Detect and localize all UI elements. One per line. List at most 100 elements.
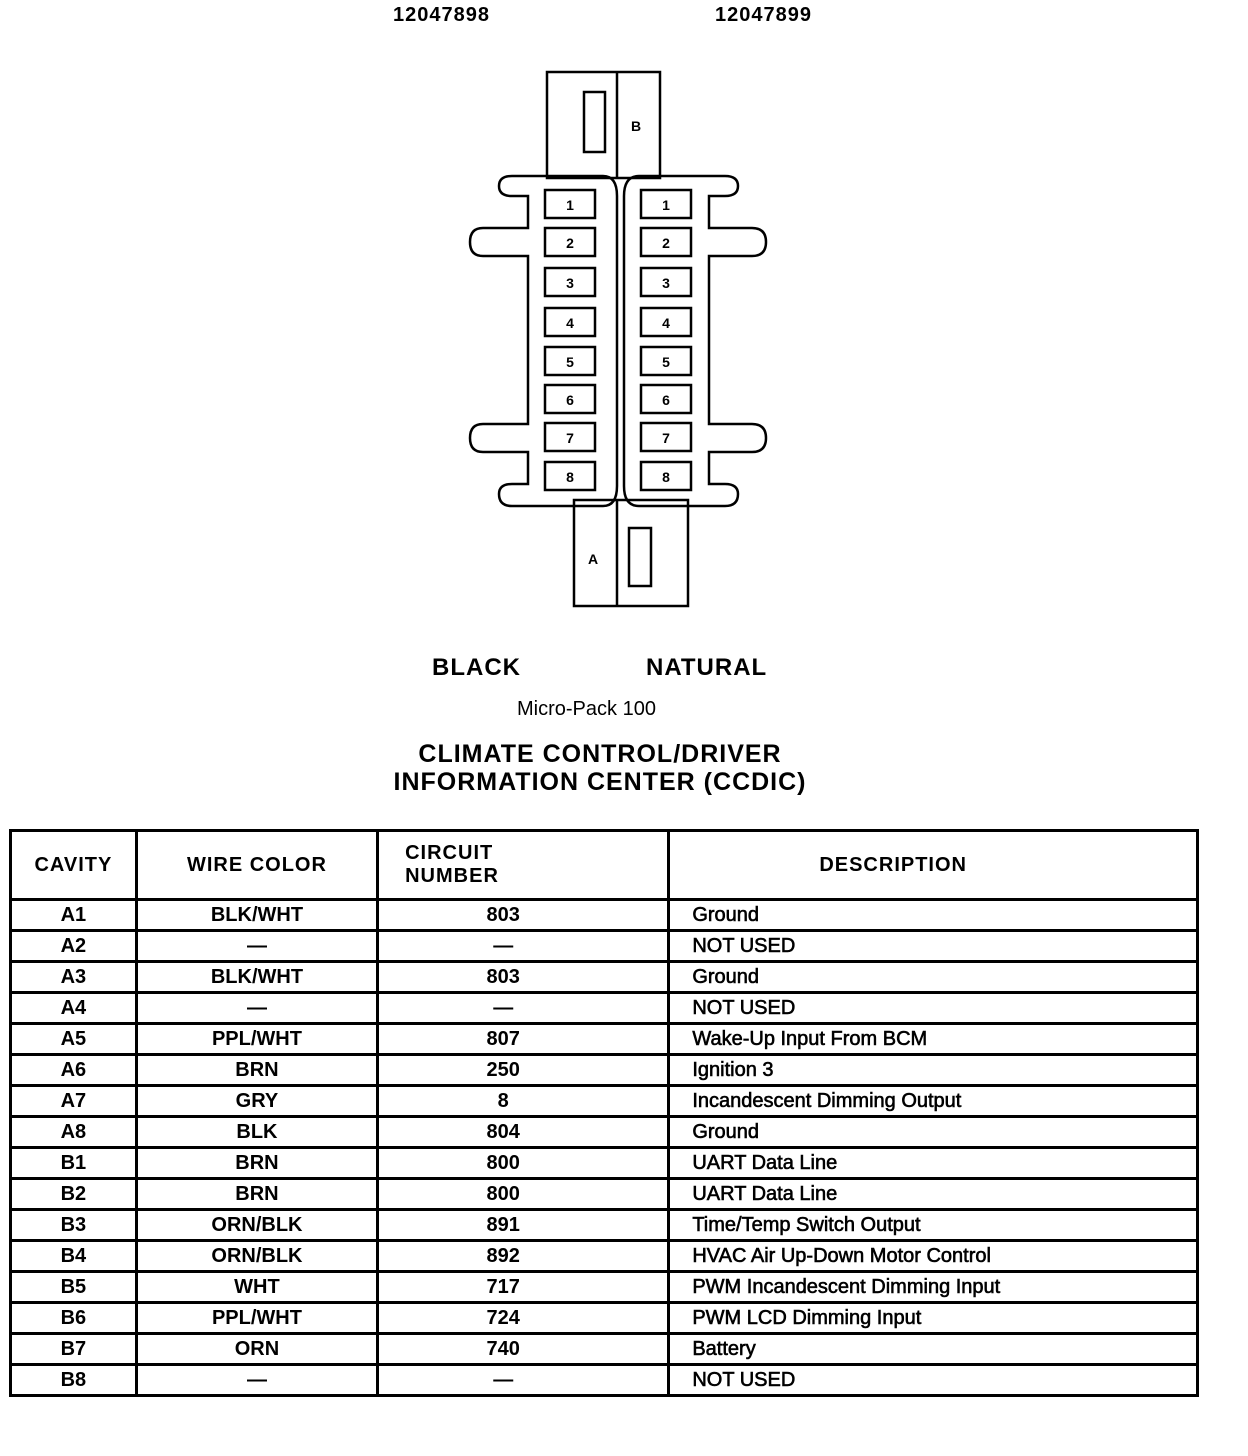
cell-wire-color: GRY: [134, 1084, 380, 1118]
cell-cavity: A8: [9, 1115, 138, 1149]
cavity-number-left-3: 3: [566, 275, 574, 291]
cavity-number-left-1: 1: [566, 197, 574, 213]
cavity-box-left-2: [543, 226, 597, 258]
cavity-number-left-5: 5: [566, 354, 574, 370]
cell-wire-color: BLK/WHT: [134, 898, 380, 932]
header-cavity: CAVITY: [9, 829, 138, 901]
cell-cavity: A4: [9, 991, 138, 1025]
cell-circuit-number: 803: [376, 898, 671, 932]
cell-cavity: A3: [9, 960, 138, 994]
cell-circuit-number: 891: [376, 1208, 671, 1242]
cavity-box-left-4: [543, 306, 597, 338]
cell-circuit-number: 250: [376, 1053, 671, 1087]
connector-tab-bottom: [572, 498, 690, 608]
cell-description: Wake-Up Input From BCM: [667, 1022, 1199, 1056]
cell-cavity: B5: [9, 1270, 138, 1304]
connector-body-left: [468, 174, 619, 508]
cell-wire-color: BRN: [134, 1177, 380, 1211]
cell-wire-color: ORN/BLK: [134, 1239, 380, 1273]
connector-type: Micro-Pack 100: [517, 698, 656, 720]
half-a-label: A: [588, 551, 598, 567]
cell-circuit-number: —: [376, 929, 671, 963]
cell-cavity: B7: [9, 1332, 138, 1366]
color-label-black: BLACK: [432, 654, 521, 681]
cell-description: Time/Temp Switch Output: [667, 1208, 1199, 1242]
cavity-box-left-5: [543, 345, 597, 377]
cell-cavity: A5: [9, 1022, 138, 1056]
cavity-number-right-6: 6: [662, 392, 670, 408]
cavity-box-right-1: [639, 188, 693, 220]
cavity-number-left-8: 8: [566, 469, 574, 485]
cavity-number-left-2: 2: [566, 235, 574, 251]
cell-description: UART Data Line: [667, 1177, 1199, 1211]
latch-bottom: [627, 526, 653, 588]
cavity-number-left-4: 4: [566, 315, 574, 331]
cavity-box-left-8: [543, 460, 597, 492]
cavity-box-right-3: [639, 266, 693, 298]
cell-wire-color: BLK/WHT: [134, 960, 380, 994]
cell-circuit-number: —: [376, 1363, 671, 1397]
cell-description: NOT USED: [667, 1363, 1199, 1397]
cell-description: PWM Incandescent Dimming Input: [667, 1270, 1199, 1304]
cell-cavity: A6: [9, 1053, 138, 1087]
cell-wire-color: WHT: [134, 1270, 380, 1304]
cell-wire-color: —: [134, 1363, 380, 1397]
cell-cavity: A1: [9, 898, 138, 932]
cell-description: Ignition 3: [667, 1053, 1199, 1087]
cell-wire-color: ORN: [134, 1332, 380, 1366]
cell-wire-color: PPL/WHT: [134, 1301, 380, 1335]
cavity-number-right-7: 7: [662, 430, 670, 446]
cell-description: Battery: [667, 1332, 1199, 1366]
cell-description: Ground: [667, 898, 1199, 932]
cell-wire-color: —: [134, 929, 380, 963]
cell-wire-color: BRN: [134, 1053, 380, 1087]
half-b-label: B: [631, 118, 641, 134]
cavity-box-left-1: [543, 188, 597, 220]
cavity-box-right-5: [639, 345, 693, 377]
cavity-box-right-6: [639, 383, 693, 415]
latch-top: [582, 90, 607, 154]
cell-description: PWM LCD Dimming Input: [667, 1301, 1199, 1335]
header-wire-color: WIRE COLOR: [134, 829, 380, 901]
title-line-2: INFORMATION CENTER (CCDIC): [393, 768, 807, 796]
part-number-right: 12047899: [715, 4, 812, 26]
cavity-number-right-2: 2: [662, 235, 670, 251]
cavity-number-left-6: 6: [566, 392, 574, 408]
cell-circuit-number: 740: [376, 1332, 671, 1366]
connector-tab-top: [545, 70, 662, 180]
cavity-box-right-7: [639, 421, 693, 453]
cell-wire-color: BRN: [134, 1146, 380, 1180]
table-row: A4——NOT USED: [9, 991, 1199, 1025]
cavity-box-right-2: [639, 226, 693, 258]
cell-circuit-number: 800: [376, 1177, 671, 1211]
cavity-number-left-7: 7: [566, 430, 574, 446]
cell-cavity: B4: [9, 1239, 138, 1273]
cell-circuit-number: 717: [376, 1270, 671, 1304]
cell-description: Incandescent Dimming Output: [667, 1084, 1199, 1118]
cell-wire-color: —: [134, 991, 380, 1025]
title-line-1: CLIMATE CONTROL/DRIVER: [418, 740, 782, 768]
color-label-natural: NATURAL: [646, 654, 768, 681]
cavity-box-left-3: [543, 266, 597, 298]
cell-circuit-number: 892: [376, 1239, 671, 1273]
cell-description: Ground: [667, 960, 1199, 994]
cell-cavity: B6: [9, 1301, 138, 1335]
cavity-number-right-3: 3: [662, 275, 670, 291]
cell-circuit-number: 724: [376, 1301, 671, 1335]
cell-cavity: B2: [9, 1177, 138, 1211]
cavity-number-right-1: 1: [662, 197, 670, 213]
